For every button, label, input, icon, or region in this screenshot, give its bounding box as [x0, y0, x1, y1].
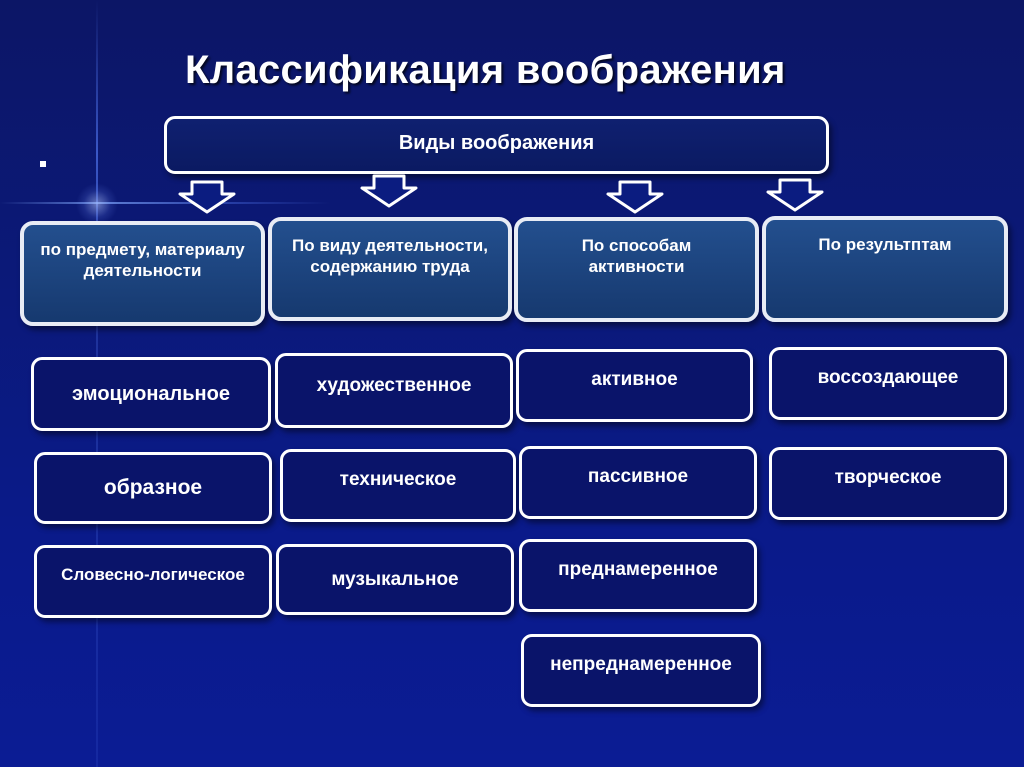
item-active: активное — [516, 349, 753, 422]
item-technical: техническое — [280, 449, 516, 522]
item-verbal-logical: Словесно-логическое — [34, 545, 272, 618]
bullet-dot — [40, 161, 46, 167]
item-intentional: преднамеренное — [519, 539, 757, 612]
root-box: Виды воображения — [164, 116, 829, 174]
item-artistic: художественное — [275, 353, 513, 428]
down-arrow-icon — [178, 180, 236, 214]
category-header-results: По результптам — [762, 216, 1008, 322]
decorative-horizontal-line — [0, 202, 330, 204]
item-figurative: образное — [34, 452, 272, 524]
category-header-activity-type: По виду деятельности, содержанию труда — [268, 217, 512, 321]
down-arrow-icon — [606, 180, 664, 214]
category-header-subject: по предмету, материалу деятельности — [20, 221, 265, 326]
slide-title: Классификация воображения — [185, 48, 786, 92]
item-emotional: эмоциональное — [31, 357, 271, 431]
down-arrow-icon — [766, 178, 824, 212]
item-unintentional: непреднамеренное — [521, 634, 761, 707]
item-musical: музыкальное — [276, 544, 514, 615]
category-header-activity-mode: По способам активности — [514, 217, 759, 322]
item-creative: творческое — [769, 447, 1007, 520]
down-arrow-icon — [360, 174, 418, 208]
item-passive: пассивное — [519, 446, 757, 519]
decorative-glow — [76, 183, 118, 225]
item-reconstructive: воссоздающее — [769, 347, 1007, 420]
